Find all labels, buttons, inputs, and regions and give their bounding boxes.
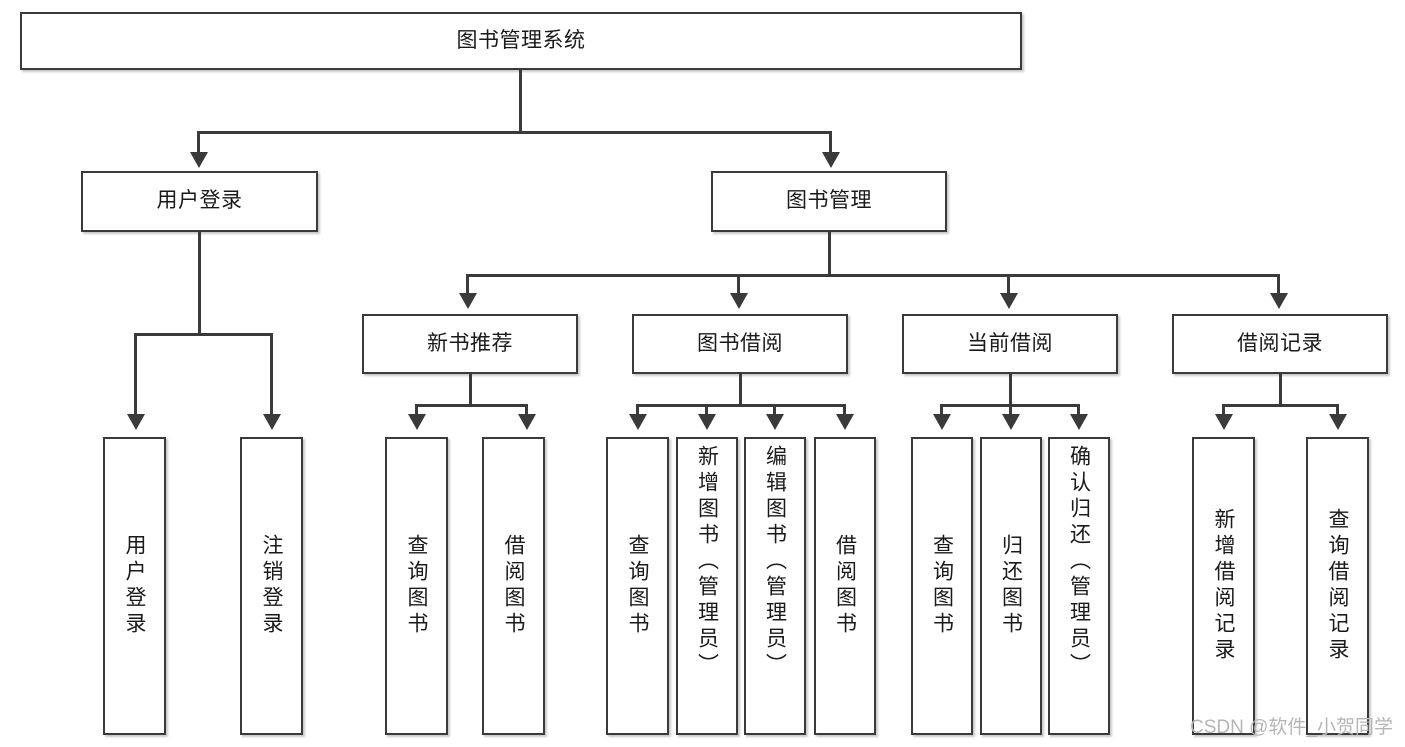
node-label: 图书借阅 [697,331,783,355]
arrowhead-new-book-recommend [459,293,477,309]
leaf-bb-add-book[interactable]: 新增图书（管理员） [676,437,738,735]
arrowhead-nbr-borrow-book [518,414,536,430]
connector-root-bus [197,131,832,134]
node-label: 查询图书 [405,534,428,638]
node-current-borrow[interactable]: 当前借阅 [902,314,1118,374]
connector-bb-drop-2 [705,404,708,416]
connector-br-stem [1279,374,1282,406]
node-label: 查询借阅记录 [1326,508,1349,664]
leaf-cb-confirm-return[interactable]: 确认归还（管理员） [1048,437,1110,735]
arrowhead-book-management [822,152,840,168]
connector-bb-drop-4 [843,404,846,416]
connector-book-management-bus [466,274,1280,277]
leaf-br-query-record[interactable]: 查询借阅记录 [1306,437,1369,735]
leaf-nbr-query-book[interactable]: 查询图书 [385,437,448,735]
connector-br-bus [1222,404,1339,407]
leaf-nbr-borrow-book[interactable]: 借阅图书 [482,437,545,735]
arrowhead-user-login [190,152,208,168]
node-root-book-management-system[interactable]: 图书管理系统 [20,12,1022,70]
arrowhead-br-query-record [1329,414,1347,430]
node-label: 图书管理 [786,189,872,213]
node-label: 借阅图书 [833,534,857,638]
node-book-borrow[interactable]: 图书借阅 [632,314,848,374]
leaf-cb-query-book[interactable]: 查询图书 [911,437,973,735]
node-label: 借阅记录 [1237,331,1323,355]
node-label: 归还图书 [999,534,1023,638]
watermark-text: CSDN @软件_小贺同学 [1190,717,1393,738]
node-new-book-recommend[interactable]: 新书推荐 [362,314,578,374]
arrowhead-book-borrow [730,293,748,309]
connector-cb-drop-3 [1077,404,1080,416]
node-label: 注销登录 [260,534,283,638]
connector-br-drop-1 [1222,404,1225,416]
connector-root-stem [519,70,522,133]
connector-bb-drop-1 [636,404,639,416]
leaf-bb-borrow-book[interactable]: 借阅图书 [814,437,876,735]
connector-nbr-bus [415,404,528,407]
node-user-login[interactable]: 用户登录 [81,171,318,232]
node-label: 图书管理系统 [456,28,586,52]
leaf-cb-return-book[interactable]: 归还图书 [980,437,1042,735]
node-label: 用户登录 [123,534,146,638]
arrowhead-bb-borrow-book [836,414,854,430]
arrowhead-leaf-user-login [127,414,145,430]
connector-nbr-stem [469,374,472,406]
node-label: 借阅图书 [502,534,525,638]
arrowhead-leaf-logout [263,414,281,430]
node-label: 新增图书（管理员） [695,445,719,679]
connector-bb-bus [636,404,846,407]
arrowhead-nbr-query-book [408,414,426,430]
connector-bm-drop-4 [1277,274,1280,296]
connector-user-login-stem [198,232,201,335]
node-label: 确认归还（管理员） [1067,445,1091,679]
node-label: 编辑图书（管理员） [763,445,787,679]
connector-book-management-stem [828,232,831,276]
arrowhead-bb-edit-book [766,414,784,430]
leaf-bb-edit-book[interactable]: 编辑图书（管理员） [744,437,806,735]
connector-bm-drop-3 [1007,274,1010,296]
connector-cb-drop-1 [940,404,943,416]
node-label: 当前借阅 [967,331,1053,355]
connector-br-drop-2 [1336,404,1339,416]
node-label: 用户登录 [156,189,243,213]
node-label: 新增借阅记录 [1212,508,1235,664]
node-borrow-record[interactable]: 借阅记录 [1172,314,1388,374]
connector-nbr-drop-2 [525,404,528,416]
connector-bb-drop-3 [773,404,776,416]
node-book-management[interactable]: 图书管理 [711,171,947,232]
connector-root-to-book-management [829,131,832,156]
leaf-user-login[interactable]: 用户登录 [103,437,166,735]
arrowhead-bb-query-book [629,414,647,430]
connector-bb-stem [739,374,742,406]
connector-user-login-bus [134,333,273,336]
node-label: 新书推荐 [427,331,513,355]
connector-cb-stem [1009,374,1012,406]
arrowhead-cb-confirm-return [1070,414,1088,430]
leaf-logout[interactable]: 注销登录 [240,437,303,735]
node-label: 查询图书 [930,534,954,638]
leaf-bb-query-book[interactable]: 查询图书 [606,437,669,735]
connector-cb-drop-2 [1009,404,1012,416]
node-label: 查询图书 [626,534,649,638]
arrowhead-current-borrow [1000,293,1018,309]
arrowhead-br-add-record [1215,414,1233,430]
arrowhead-bb-add-book [698,414,716,430]
leaf-br-add-record[interactable]: 新增借阅记录 [1192,437,1255,735]
connector-bm-drop-2 [737,274,740,296]
arrowhead-borrow-record [1270,293,1288,309]
arrowhead-cb-return-book [1002,414,1020,430]
connector-nbr-drop-1 [415,404,418,416]
connector-user-login-drop-1 [134,333,137,417]
connector-user-login-drop-2 [270,333,273,417]
arrowhead-cb-query-book [933,414,951,430]
connector-bm-drop-1 [466,274,469,296]
connector-root-to-user-login [197,131,200,156]
